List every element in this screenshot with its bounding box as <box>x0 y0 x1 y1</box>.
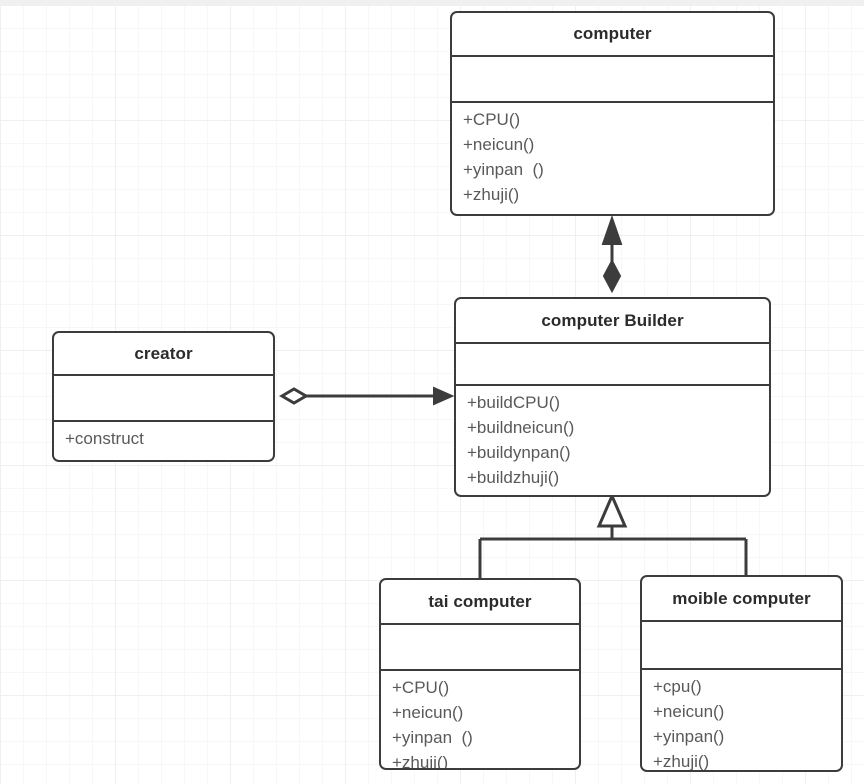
class-operations-creator: +construct <box>54 422 273 451</box>
class-box-tai-computer[interactable]: tai computer +CPU() +neicun() +yinpan ()… <box>379 578 581 770</box>
connector-aggregation-creator-builder <box>279 386 455 406</box>
class-operations-moible-computer: +cpu() +neicun() +yinpan() +zhuji() <box>642 670 841 771</box>
operation-item: +yinpan () <box>392 728 473 747</box>
filled-arrow-head-icon <box>433 386 455 406</box>
canvas-top-strip <box>0 0 864 5</box>
class-box-computer-builder[interactable]: computer Builder +buildCPU() +buildneicu… <box>454 297 771 497</box>
class-title-creator: creator <box>54 333 273 376</box>
class-box-moible-computer[interactable]: moible computer +cpu() +neicun() +yinpan… <box>640 575 843 772</box>
class-title-computer-builder: computer Builder <box>456 299 769 344</box>
class-attributes-tai-computer <box>381 625 579 671</box>
operation-item: +cpu() <box>653 677 702 696</box>
operation-item: +neicun() <box>653 702 725 721</box>
class-title-tai-computer: tai computer <box>381 580 579 625</box>
hollow-triangle-icon <box>596 492 628 528</box>
operation-item: +zhuji() <box>392 753 449 770</box>
operation-item: +buildCPU() <box>467 393 561 412</box>
operation-item: +CPU() <box>463 110 521 129</box>
class-attributes-computer <box>452 57 773 103</box>
class-title-computer: computer <box>452 13 773 57</box>
class-operations-computer: +CPU() +neicun() +yinpan () +zhuji() <box>452 103 773 207</box>
operation-item: +yinpan () <box>463 160 544 179</box>
class-title-moible-computer: moible computer <box>642 577 841 622</box>
hollow-diamond-icon <box>279 387 309 405</box>
operation-item: +yinpan() <box>653 727 725 746</box>
class-attributes-moible-computer <box>642 622 841 670</box>
operation-item: +zhuji() <box>653 752 710 771</box>
class-box-creator[interactable]: creator +construct <box>52 331 275 462</box>
filled-diamond-icon <box>602 258 622 294</box>
filled-arrow-head-icon <box>601 214 623 245</box>
operation-item: +buildzhuji() <box>467 468 560 487</box>
operation-item: +neicun() <box>463 135 535 154</box>
operation-item: +buildynpan() <box>467 443 571 462</box>
connector-generalization-subclasses-builder <box>478 492 748 580</box>
operation-item: +neicun() <box>392 703 464 722</box>
class-attributes-computer-builder <box>456 344 769 386</box>
class-box-computer[interactable]: computer +CPU() +neicun() +yinpan () +zh… <box>450 11 775 216</box>
connector-composition-builder-computer <box>601 214 623 294</box>
operation-item: +buildneicun() <box>467 418 575 437</box>
operation-item: +construct <box>65 429 144 448</box>
class-operations-computer-builder: +buildCPU() +buildneicun() +buildynpan()… <box>456 386 769 490</box>
operation-item: +CPU() <box>392 678 450 697</box>
class-attributes-creator <box>54 376 273 422</box>
operation-item: +zhuji() <box>463 185 520 204</box>
class-operations-tai-computer: +CPU() +neicun() +yinpan () +zhuji() <box>381 671 579 770</box>
